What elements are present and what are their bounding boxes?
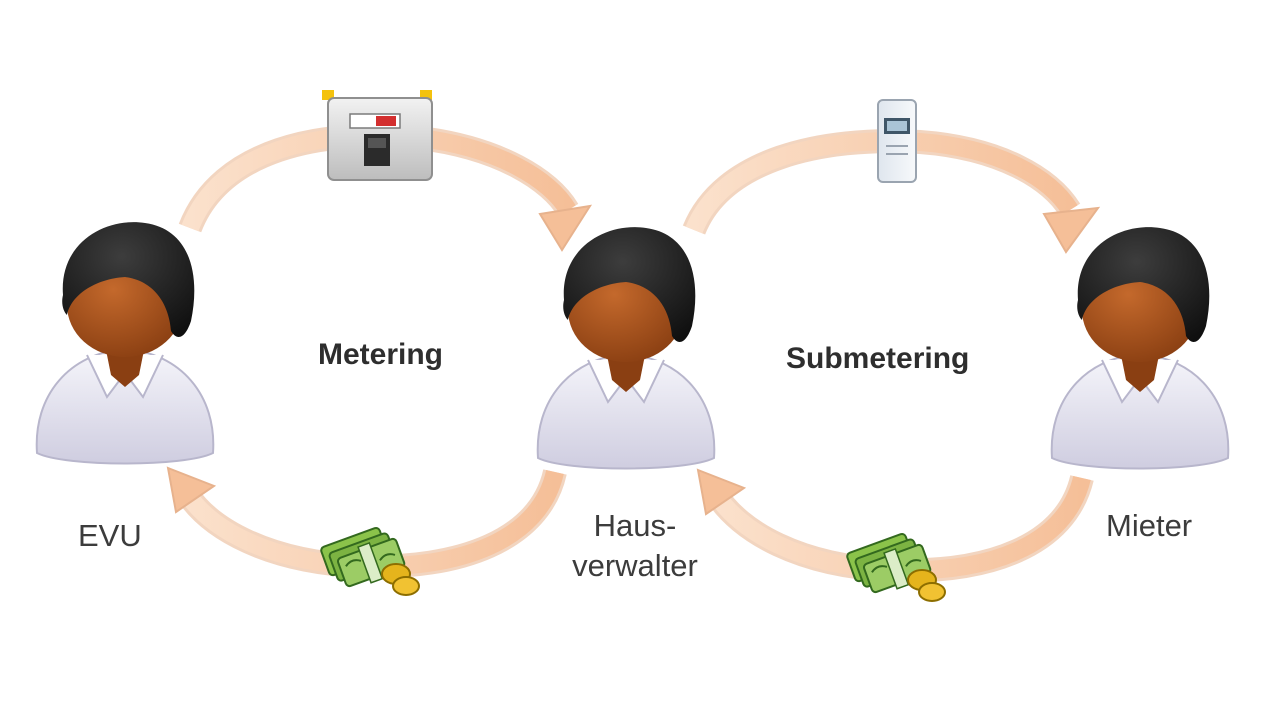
hausverwalter-label: Haus- verwalter — [560, 506, 710, 586]
gas-meter-icon — [322, 90, 432, 180]
hausverwalter-label-line2: verwalter — [560, 546, 710, 586]
person-icon-mieter — [1052, 227, 1229, 468]
person-icon-evu — [37, 222, 214, 463]
arrowhead-submetering-top — [1044, 208, 1098, 252]
arrowhead-metering-top — [540, 206, 590, 250]
metering-label: Metering — [318, 338, 443, 372]
hausverwalter-label-line1: Haus- — [560, 506, 710, 546]
submetering-label: Submetering — [786, 342, 969, 376]
mieter-label: Mieter — [1106, 508, 1192, 544]
heat-cost-allocator-icon — [878, 100, 916, 182]
evu-label: EVU — [78, 518, 142, 554]
person-icon-hausverwalter — [538, 227, 715, 468]
